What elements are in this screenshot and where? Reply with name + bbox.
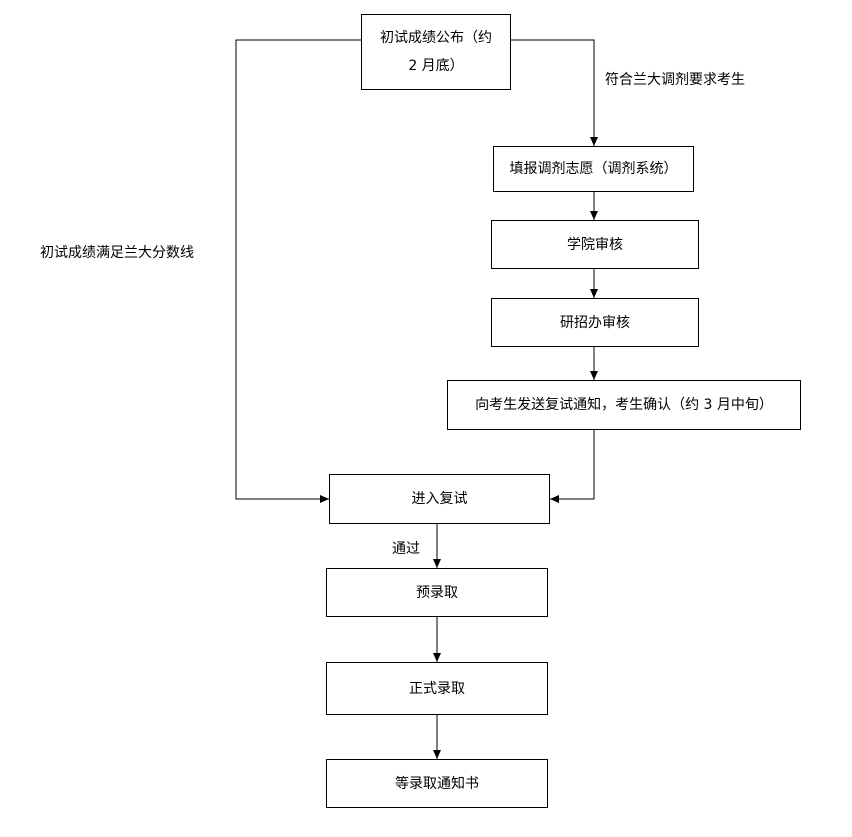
node-formal-admission: 正式录取 [326, 662, 548, 715]
node-retest-notification: 向考生发送复试通知，考生确认（约 3 月中旬） [447, 380, 801, 430]
node-college-review: 学院审核 [491, 220, 699, 269]
edge-label-pass: 通过 [392, 541, 420, 557]
node-score-announcement: 初试成绩公布（约 2 月底） [361, 14, 511, 90]
edge-notify-to-retest [550, 430, 595, 503]
node-college-review-label: 学院审核 [567, 236, 623, 253]
node-await-admission-letter-label: 等录取通知书 [395, 775, 479, 792]
node-pre-admission: 预录取 [326, 568, 548, 617]
node-await-admission-letter: 等录取通知书 [326, 759, 548, 808]
edge-label-meets-score-line: 初试成绩满足兰大分数线 [40, 245, 194, 261]
node-enter-retest-label: 进入复试 [411, 491, 468, 507]
node-retest-notification-label: 向考生发送复试通知，考生确认（约 3 月中旬） [475, 397, 773, 413]
node-fill-adjustment-label: 填报调剂志愿（调剂系统） [509, 161, 678, 177]
node-score-announcement-line2: 2 月底） [408, 58, 464, 74]
edge-label-adjustment-eligible: 符合兰大调剂要求考生 [605, 72, 745, 88]
edge-announce-to-fill [511, 39, 598, 146]
node-admissions-office-review-label: 研招办审核 [560, 314, 630, 331]
node-enter-retest: 进入复试 [329, 474, 550, 524]
node-fill-adjustment: 填报调剂志愿（调剂系统） [493, 146, 694, 192]
node-admissions-office-review: 研招办审核 [491, 298, 699, 347]
edge-announce-to-retest [235, 39, 361, 503]
node-formal-admission-label: 正式录取 [409, 680, 465, 697]
node-pre-admission-label: 预录取 [416, 584, 458, 601]
node-score-announcement-line1: 初试成绩公布（约 [380, 30, 492, 46]
